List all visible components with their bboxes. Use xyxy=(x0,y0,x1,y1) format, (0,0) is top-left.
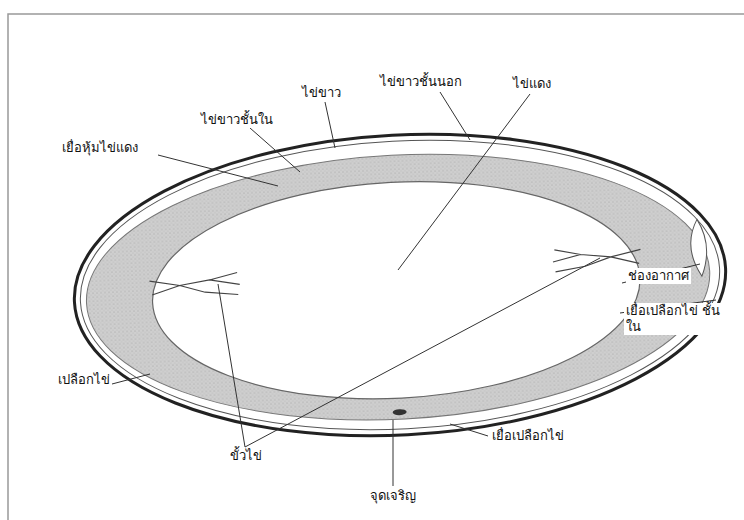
part-label: ไข่ขาวชั้นนอก xyxy=(378,74,464,90)
part-label: เยื่อเปลือกไข่ xyxy=(490,428,566,444)
part-label: เยื่อหุ้มไข่แดง xyxy=(60,140,140,156)
egg-shell xyxy=(67,118,734,452)
yolk xyxy=(147,170,646,411)
part-label: เยื่อเปลือกไข่ ชั้นใน xyxy=(624,303,728,335)
part-label: เปลือกไข่ xyxy=(56,372,112,388)
leader-lines xyxy=(112,92,716,486)
chalaza-left xyxy=(149,272,240,299)
part-label: ไข่ขาวชั้นใน xyxy=(199,112,275,128)
shell-membrane xyxy=(73,124,727,445)
germinal-disc xyxy=(393,409,407,416)
albumen xyxy=(80,139,717,435)
part-label: ไข่แดง xyxy=(511,76,553,92)
frame xyxy=(8,14,744,520)
part-label: ไข่ขาว xyxy=(300,85,343,101)
air-cell xyxy=(689,219,708,277)
part-label: จุดเจริญ xyxy=(368,488,418,504)
part-label: ขั้วไข่ xyxy=(228,448,264,464)
part-label: ช่องอากาศ xyxy=(626,268,691,284)
